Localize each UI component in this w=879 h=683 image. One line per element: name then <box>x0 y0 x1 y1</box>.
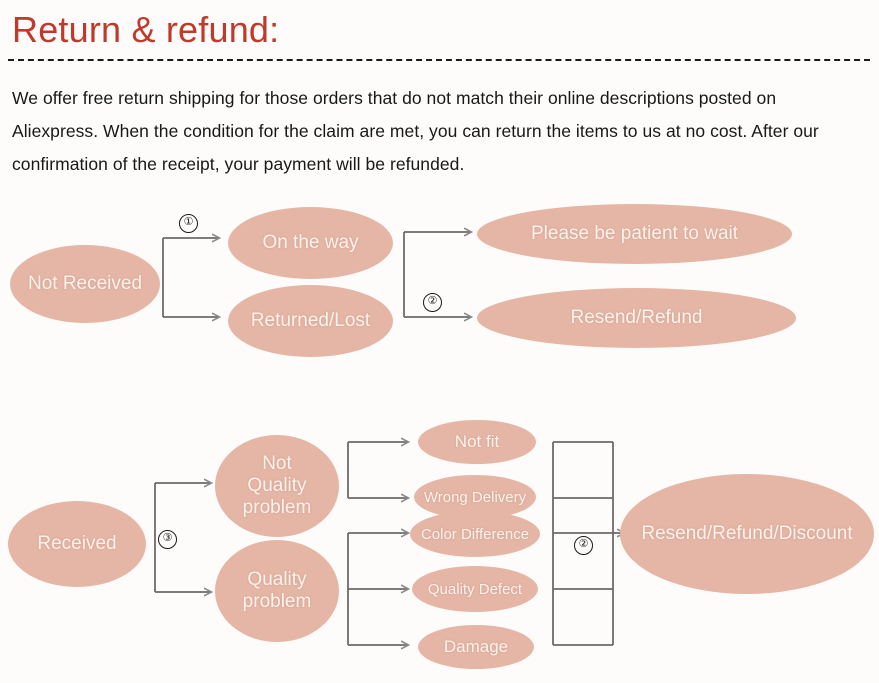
node-please-be-patient-to-wait[interactable]: Please be patient to wait <box>477 204 792 264</box>
intro-paragraph: We offer free return shipping for those … <box>12 88 819 174</box>
node-received[interactable]: Received <box>8 501 146 587</box>
node-not-received[interactable]: Not Received <box>10 245 160 323</box>
node-reason-wrong-delivery[interactable]: Wrong Delivery <box>414 475 536 519</box>
flowchart-not-received-connectors <box>162 190 879 355</box>
node-reason-color-difference[interactable]: Color Difference <box>410 511 540 557</box>
step-number-one: ① <box>179 214 198 233</box>
node-resend-refund-discount[interactable]: Resend/Refund/Discount <box>620 474 874 594</box>
step-number-two-bottom: ② <box>574 536 593 555</box>
node-not-quality-problem-label: Not Quality problem <box>242 453 312 518</box>
node-quality-problem-label: Quality problem <box>242 569 312 612</box>
flowchart-received: Received Not Quality problem Quality pro… <box>0 405 879 683</box>
step-number-three: ③ <box>158 530 177 549</box>
header-divider <box>8 59 870 61</box>
node-quality-problem[interactable]: Quality problem <box>215 540 339 642</box>
flowchart-received-connectors <box>154 405 879 683</box>
node-reason-not-fit[interactable]: Not fit <box>418 420 536 464</box>
node-resend-refund[interactable]: Resend/Refund <box>477 288 796 348</box>
node-not-quality-problem[interactable]: Not Quality problem <box>215 435 339 537</box>
node-on-the-way[interactable]: On the way <box>228 207 393 279</box>
node-returned-lost[interactable]: Returned/Lost <box>228 285 393 357</box>
flowchart-not-received: Not Received On the way Returned/Lost Pl… <box>0 190 879 357</box>
step-number-two-top: ② <box>423 293 442 312</box>
node-reason-quality-defect[interactable]: Quality Defect <box>412 566 538 612</box>
page-title: Return & refund: <box>12 9 280 50</box>
node-reason-damage[interactable]: Damage <box>418 625 534 669</box>
